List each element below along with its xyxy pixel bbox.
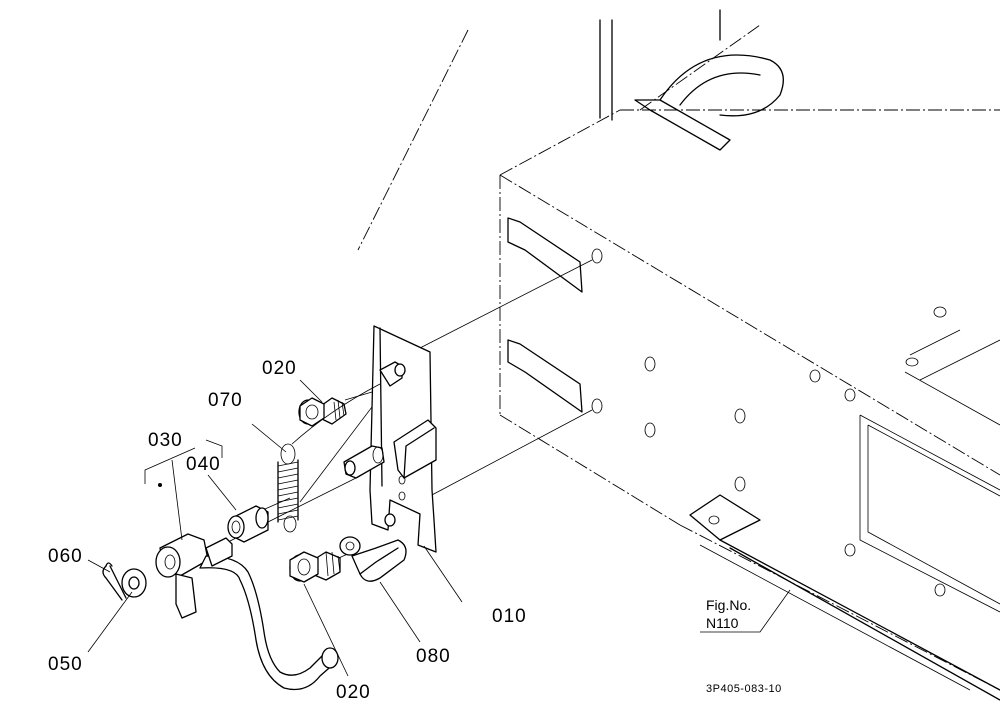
callout-060: 060: [48, 546, 83, 567]
part-080-clip: [339, 536, 407, 582]
part-030-lever: [155, 483, 339, 691]
frame-housing: [357, 9, 1000, 701]
drawing-code: 3P405-083-10: [706, 683, 782, 695]
part-070-spring: [277, 383, 381, 533]
callout-leaders: [87, 379, 791, 677]
part-050-washer: [121, 568, 147, 598]
callout-020-bottom: 020: [336, 682, 371, 703]
callout-080: 080: [416, 646, 451, 667]
callout-020-top: 020: [262, 358, 297, 379]
callout-010: 010: [492, 606, 527, 627]
callout-labels: 010 020 020 030 040 050 060 070 080: [48, 358, 527, 703]
figure-reference: Fig.No. N110: [706, 597, 751, 631]
fig-no-label: Fig.No.: [706, 597, 751, 613]
part-020-bottom-bolt: [289, 551, 341, 583]
fig-no-number: N110: [706, 615, 739, 631]
callout-070: 070: [208, 390, 243, 411]
callout-040: 040: [186, 454, 221, 475]
part-020-top-bolt: [298, 397, 347, 427]
callout-030: 030: [148, 430, 183, 451]
part-040-collar: [227, 505, 269, 543]
callout-050: 050: [48, 654, 83, 675]
part-060-split-pin: [102, 562, 127, 601]
part-010-bracket: [343, 325, 437, 553]
